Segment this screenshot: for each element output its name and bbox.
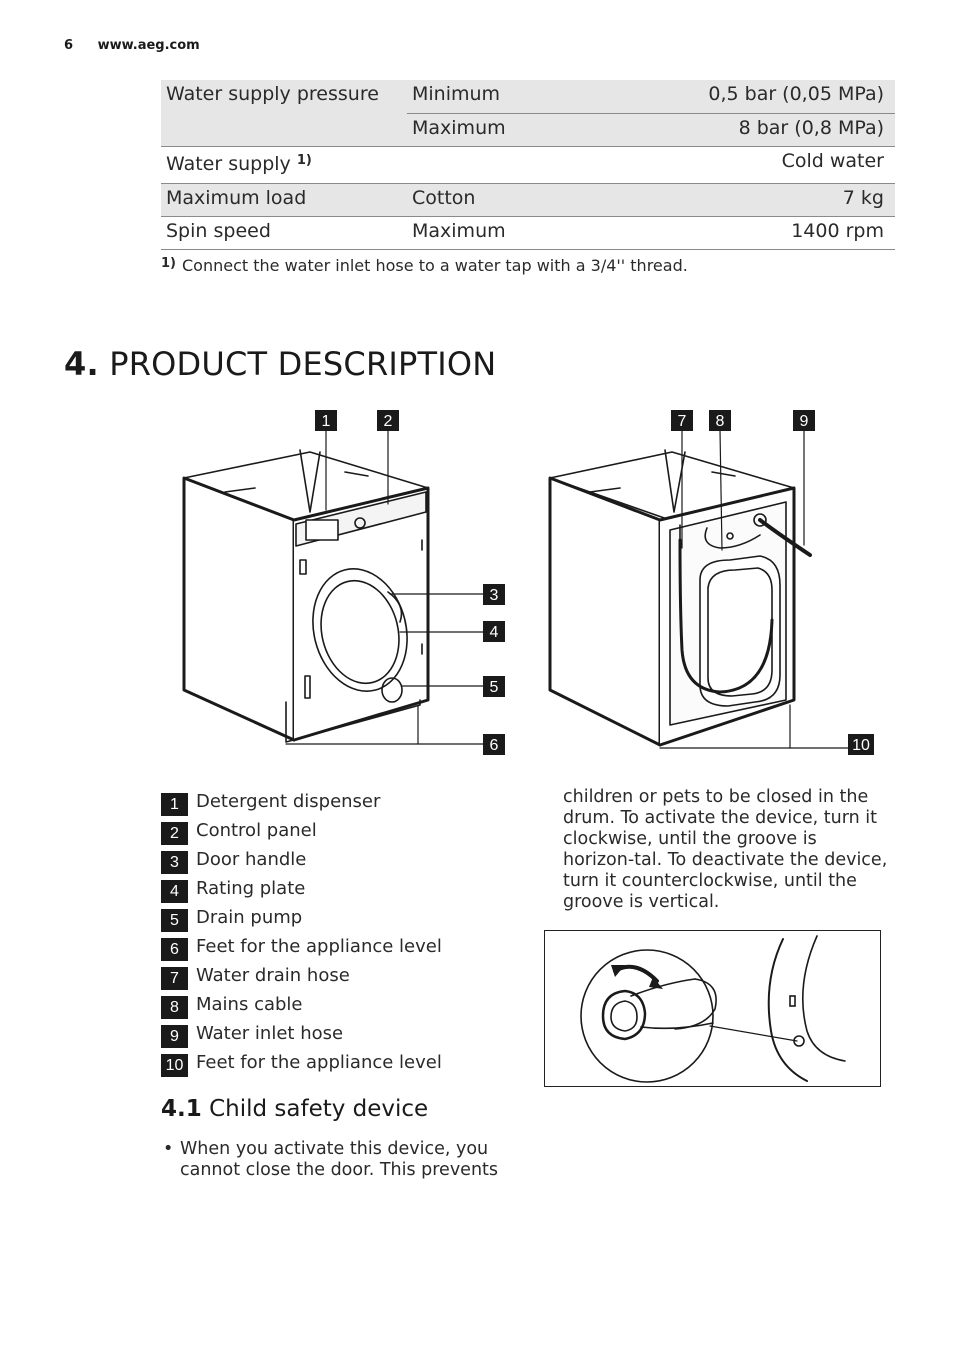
legend-number: 9 bbox=[161, 1025, 188, 1048]
legend-number: 10 bbox=[161, 1054, 188, 1077]
bullet-dot: • bbox=[163, 1139, 174, 1159]
spec-label bbox=[161, 113, 407, 147]
spec-label: Spin speed bbox=[161, 216, 407, 250]
callout-7: 7 bbox=[678, 413, 687, 430]
table-row: Spin speed Maximum 1400 rpm bbox=[161, 216, 895, 250]
legend-text: Water drain hose bbox=[196, 965, 350, 986]
legend-number: 4 bbox=[161, 880, 188, 903]
footnote-mark: 1) bbox=[161, 256, 176, 271]
section-number: 4. bbox=[64, 345, 99, 383]
product-illustration: 1 2 3 4 5 6 7 8 9 10 bbox=[182, 410, 874, 755]
callout-9: 9 bbox=[800, 413, 809, 430]
list-item: 8 Mains cable bbox=[161, 990, 521, 1019]
parts-legend: 1 Detergent dispenser 2 Control panel 3 Doo… bbox=[161, 787, 521, 1077]
list-item: 1 Detergent dispenser bbox=[161, 787, 521, 816]
legend-number: 5 bbox=[161, 909, 188, 932]
list-item: 10 Feet for the appliance level bbox=[161, 1048, 521, 1077]
spec-label: Maximum load bbox=[161, 183, 407, 217]
legend-text: Door handle bbox=[196, 849, 307, 870]
child-safety-illustration bbox=[544, 930, 881, 1087]
list-item: 6 Feet for the appliance level bbox=[161, 932, 521, 961]
callout-6: 6 bbox=[490, 737, 499, 754]
legend-number: 8 bbox=[161, 996, 188, 1019]
footnote-ref: 1) bbox=[296, 152, 312, 168]
spec-value: 8 bar (0,8 MPa) bbox=[623, 113, 895, 147]
legend-number: 3 bbox=[161, 851, 188, 874]
callout-3: 3 bbox=[490, 587, 499, 604]
legend-text: Detergent dispenser bbox=[196, 791, 381, 812]
legend-number: 2 bbox=[161, 822, 188, 845]
legend-text: Control panel bbox=[196, 820, 317, 841]
list-item: 2 Control panel bbox=[161, 816, 521, 845]
list-item: 9 Water inlet hose bbox=[161, 1019, 521, 1048]
section-heading: PRODUCT DESCRIPTION bbox=[109, 345, 497, 383]
spec-sub: Maximum bbox=[407, 216, 623, 250]
spec-value: 0,5 bar (0,05 MPa) bbox=[623, 80, 895, 114]
legend-text: Drain pump bbox=[196, 907, 303, 928]
list-item: 5 Drain pump bbox=[161, 903, 521, 932]
legend-text: Feet for the appliance level bbox=[196, 1052, 442, 1073]
page-header: 6 www.aeg.com bbox=[64, 38, 200, 53]
spec-sub bbox=[407, 146, 623, 184]
bullet-paragraph: • When you activate this device, you can… bbox=[161, 1139, 520, 1181]
callout-8: 8 bbox=[716, 413, 725, 430]
section-title: 4. PRODUCT DESCRIPTION bbox=[64, 345, 496, 383]
legend-number: 6 bbox=[161, 938, 188, 961]
spec-sub: Maximum bbox=[407, 113, 623, 147]
site-url: www.aeg.com bbox=[97, 38, 200, 53]
footnote: 1) Connect the water inlet hose to a wate… bbox=[161, 256, 688, 275]
legend-number: 1 bbox=[161, 793, 188, 816]
subsection-title: 4.1 Child safety device bbox=[161, 1096, 428, 1122]
spec-sub: Minimum bbox=[407, 80, 623, 114]
table-row: Maximum load Cotton 7 kg bbox=[161, 183, 895, 217]
spec-label: Water supply pressure bbox=[161, 80, 407, 113]
table-row: Water supply 1) Cold water bbox=[161, 146, 895, 184]
legend-text: Water inlet hose bbox=[196, 1023, 344, 1044]
continued-paragraph: children or pets to be closed in the dru… bbox=[563, 787, 888, 912]
callout-2: 2 bbox=[384, 413, 393, 430]
legend-number: 7 bbox=[161, 967, 188, 990]
legend-text: Feet for the appliance level bbox=[196, 936, 442, 957]
leader-lines bbox=[285, 429, 851, 749]
footnote-text: Connect the water inlet hose to a water … bbox=[182, 256, 688, 275]
spec-sub: Cotton bbox=[407, 183, 623, 217]
callout-5: 5 bbox=[490, 679, 499, 696]
callout-4: 4 bbox=[490, 624, 499, 641]
spec-value: 1400 rpm bbox=[623, 216, 895, 250]
spec-value: 7 kg bbox=[623, 183, 895, 217]
spec-label: Water supply 1) bbox=[161, 146, 407, 184]
legend-text: Mains cable bbox=[196, 994, 303, 1015]
subsection-number: 4.1 bbox=[161, 1096, 202, 1122]
table-row: Maximum 8 bar (0,8 MPa) bbox=[161, 113, 895, 147]
spec-table: Water supply pressure Minimum 0,5 bar (0… bbox=[161, 80, 895, 250]
page-number: 6 bbox=[64, 38, 74, 53]
rear-view-machine bbox=[548, 449, 812, 747]
list-item: 7 Water drain hose bbox=[161, 961, 521, 990]
callout-10: 10 bbox=[852, 737, 870, 754]
subsection-heading: Child safety device bbox=[209, 1096, 429, 1122]
list-item: 4 Rating plate bbox=[161, 874, 521, 903]
legend-text: Rating plate bbox=[196, 878, 306, 899]
bullet-text: When you activate this device, you canno… bbox=[180, 1139, 499, 1180]
list-item: 3 Door handle bbox=[161, 845, 521, 874]
callout-1: 1 bbox=[322, 413, 331, 430]
spec-value: Cold water bbox=[623, 146, 895, 184]
table-row: Water supply pressure Minimum 0,5 bar (0… bbox=[161, 80, 895, 114]
front-view-machine bbox=[182, 449, 430, 743]
